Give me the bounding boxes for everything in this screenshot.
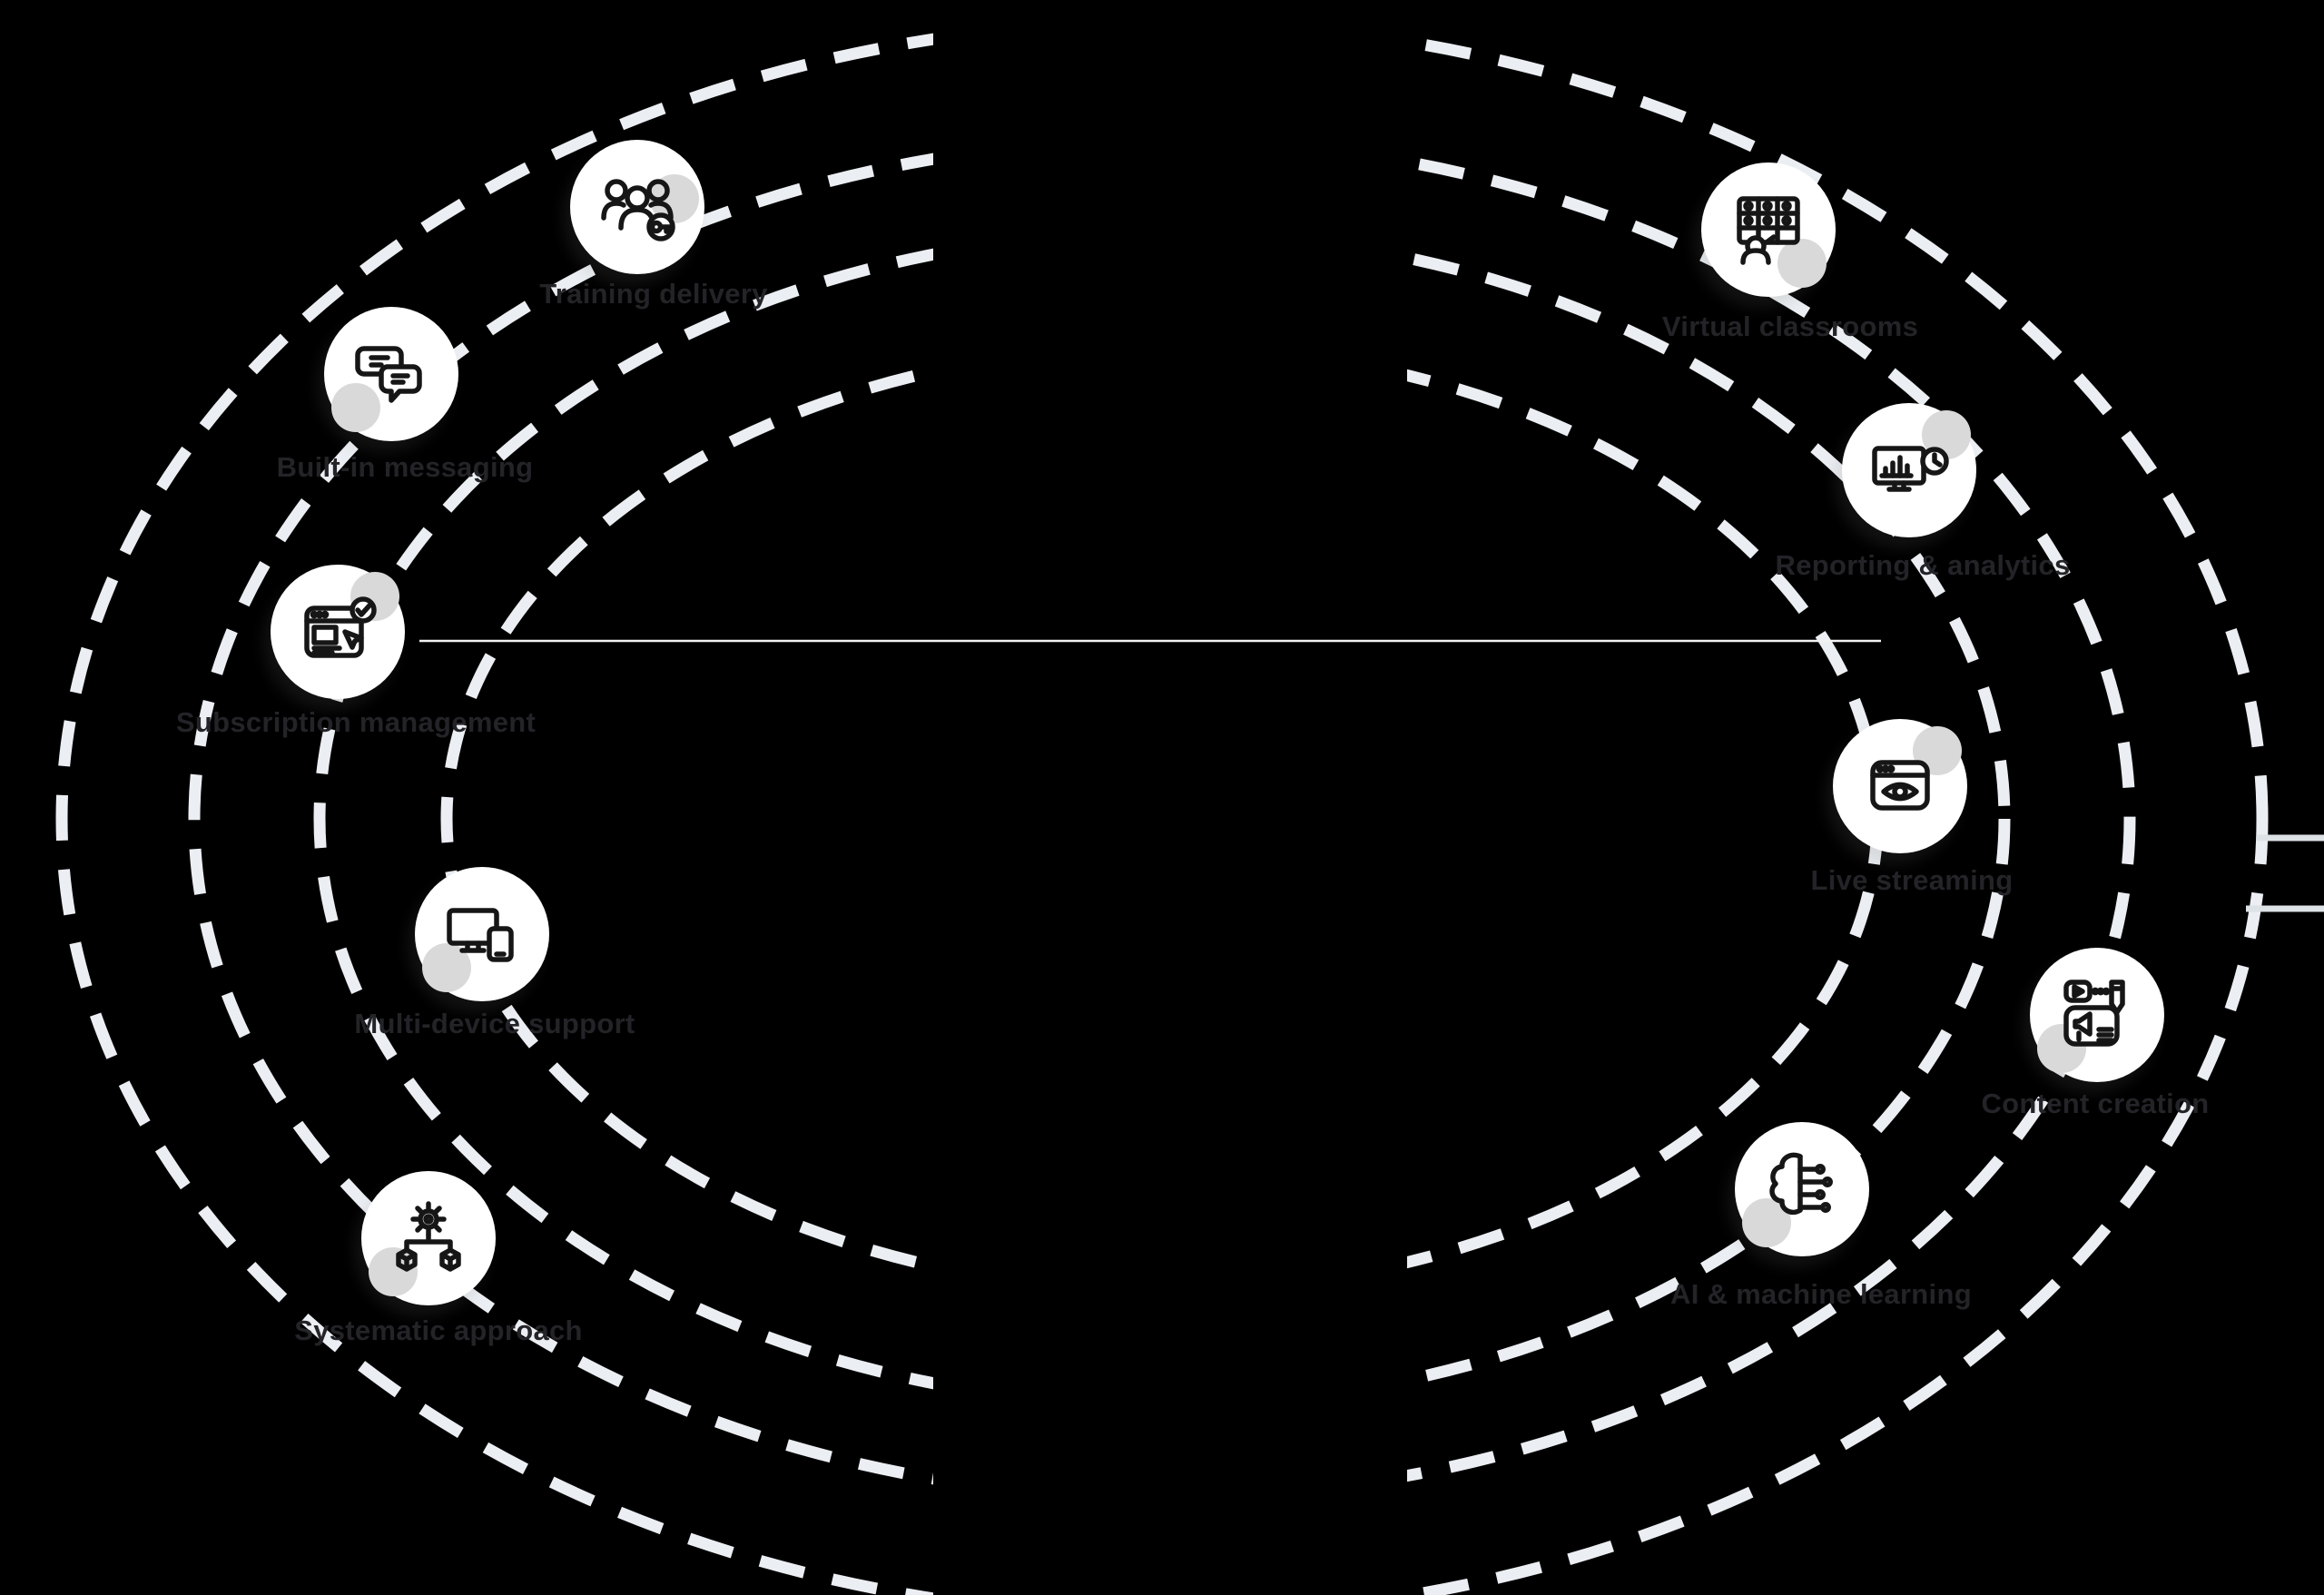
workflow-gear-icon (383, 1193, 474, 1284)
node-label: Live streaming (1810, 864, 2014, 896)
chat-bubbles-icon (346, 329, 437, 419)
orbit-node-group-key (570, 140, 704, 274)
node-label: Built-in messaging (276, 451, 534, 483)
orbit-node-virtual-classroom (1701, 162, 1836, 297)
analytics-monitor-icon (1864, 425, 1955, 516)
node-label: Virtual classrooms (1661, 310, 1919, 342)
orbit-node-ai-brain (1735, 1122, 1869, 1256)
accent-highlight (1777, 239, 1827, 288)
multi-device-icon (437, 889, 527, 980)
orbit-node-content-creation (2030, 948, 2164, 1082)
node-label: Content creation (1981, 1088, 2210, 1119)
node-label: Subscription management (175, 706, 537, 738)
node-label: Systematic approach (294, 1314, 583, 1346)
orbit-node-chat-bubbles (324, 307, 458, 441)
accent-highlight (331, 383, 380, 432)
orbit-node-analytics-monitor (1842, 403, 1976, 537)
node-label: AI & machine learning (1670, 1278, 1972, 1310)
node-label: Training delivery (539, 278, 768, 310)
node-label: Reporting & analytics (1775, 549, 2071, 581)
center-gap-mask (933, 0, 1407, 1595)
orbit-node-browser-check (271, 565, 405, 699)
group-key-icon (592, 162, 683, 252)
orbit-node-multi-device (415, 867, 549, 1001)
content-creation-icon (2052, 970, 2142, 1060)
node-label: Multi-device support (354, 1008, 635, 1039)
browser-check-icon (292, 586, 383, 677)
orbit-node-workflow-gear (361, 1171, 496, 1305)
virtual-classroom-icon (1723, 184, 1814, 275)
ai-brain-icon (1757, 1144, 1847, 1235)
orbit-node-browser-eye (1833, 719, 1967, 853)
browser-eye-icon (1855, 741, 1945, 832)
